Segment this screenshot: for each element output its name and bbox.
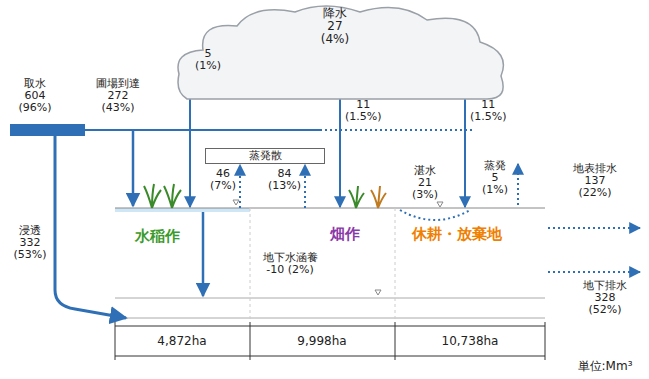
area-label: 9,998ha [297,335,346,347]
field-arrival-arrow [132,130,135,206]
evaporation-label: 蒸発 5 (1%) [482,160,508,196]
subsurface-drain-label: 地下排水 328 (52%) [583,280,627,316]
dimension-lines [115,322,545,360]
groundwater-line [115,298,545,299]
paddy-field: 水稲作 [115,208,250,320]
rain-cloud: 降水 27 (4%) [175,2,510,102]
paddy-water [115,208,250,212]
supply-line-dotted [320,129,475,131]
percolation-arrow [55,136,126,318]
fallow-field: 休耕・放棄地 [395,208,545,320]
node-text: 休耕・放棄地 [412,226,502,242]
node-text: 蒸発散 [210,150,320,162]
field-divider [250,208,251,320]
water-level-symbol [233,200,443,295]
node-text: 畑作 [330,226,360,242]
ponding-curve [400,210,470,220]
field-arrival-label: 圃場到達 272 (43%) [96,78,140,114]
ponding-label: 湛水 21 (3%) [412,165,438,201]
evapotranspiration-arrow [239,165,241,208]
ground-surface [115,208,545,209]
intake-label: 取水 604 (96%) [18,78,51,114]
paddy-infiltration-arrow [202,212,205,296]
edge-label: 84 (13%) [268,168,301,192]
edge-label: 11 (1.5%) [470,99,507,123]
groundwater-line [115,318,545,319]
area-label: 4,872ha [157,335,206,347]
surface-drain-arrow [548,227,640,229]
area-label: 10,738ha [442,335,499,347]
rice-plants [144,184,181,208]
field-divider [395,208,396,320]
edge-label: 5 (1%) [195,48,221,72]
percolation-label: 浸透 332 (53%) [13,225,46,261]
crop-plants [349,186,386,208]
evapotranspiration-box: 蒸発散 [205,148,325,164]
edge-label: 46 (7%) [210,168,236,192]
rainfall-arrow [464,98,466,207]
evapotranspiration-arrow [304,165,306,208]
edge-label: 11 (1.5%) [345,99,382,123]
intake-pipe [10,124,85,136]
unit-label: 単位:Mm³ [578,360,633,372]
evaporation-arrow [517,164,519,205]
subsurface-drain-arrow [548,271,640,273]
rainfall-arrow [339,98,341,207]
supply-line [85,129,320,131]
surface-drain-label: 地表排水 137 (22%) [573,163,617,199]
recharge-label: 地下水涵養 -10 (2%) [263,252,318,276]
rainfall-arrow [189,98,191,207]
node-text: 降水 27 (4%) [321,7,349,46]
node-text: 水稲作 [135,228,180,244]
